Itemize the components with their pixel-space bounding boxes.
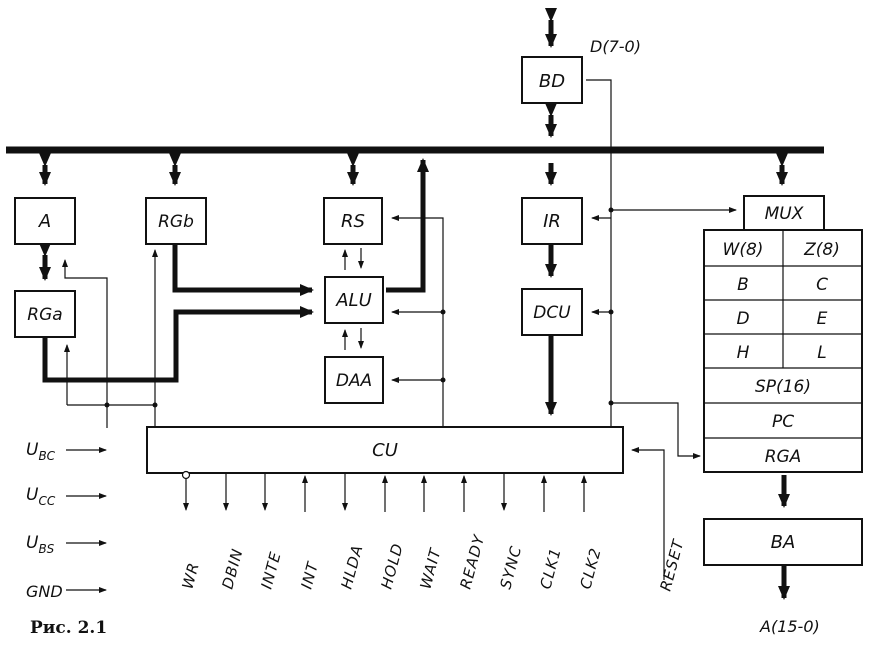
reg-b: B: [737, 275, 749, 295]
svg-text:MUX: MUX: [765, 204, 804, 224]
signal-label-wr: WR: [178, 560, 202, 591]
signal-label-clk2: CLK2: [576, 546, 604, 591]
mux-block: MUX: [743, 195, 825, 231]
signal-label-hold: HOLD: [377, 541, 407, 591]
reg-sp: SP(16): [755, 377, 811, 397]
svg-text:RGa: RGa: [27, 305, 62, 325]
wr-inversion-bubble: [181, 470, 191, 480]
cu-signal-lines: WR DBIN INTE INT HLDA HOLD WAIT READY SYNC CLK1 CL…: [178, 470, 605, 591]
svg-text:A: A: [38, 211, 51, 232]
ubc-label: UBC: [26, 440, 56, 463]
reg-z: Z(8): [803, 240, 840, 260]
reg-e: E: [817, 309, 828, 329]
alu-paths: [42, 158, 429, 383]
cu-block: CU: [146, 426, 624, 474]
bd-block: BD: [521, 56, 583, 104]
svg-text:BD: BD: [539, 71, 565, 92]
data-bus-label: D(7-0): [590, 37, 641, 56]
rs-block: RS: [323, 197, 383, 245]
svg-text:DAA: DAA: [336, 371, 372, 391]
signal-label-wait: WAIT: [416, 545, 444, 591]
reg-d: D: [736, 309, 749, 329]
signal-label-hlda: HLDA: [337, 542, 366, 591]
daa-block: DAA: [324, 356, 384, 404]
signal-label-clk1: CLK1: [536, 546, 564, 591]
ba-block: BA: [703, 518, 863, 566]
signal-label-dbin: DBIN: [218, 546, 246, 591]
ir-block: IR: [521, 197, 583, 245]
a-block: A: [14, 197, 76, 245]
svg-text:DCU: DCU: [533, 303, 571, 323]
svg-text:CU: CU: [372, 440, 398, 461]
signal-label-ready: READY: [456, 532, 488, 591]
reg-h: H: [737, 343, 750, 363]
svg-text:ALU: ALU: [335, 290, 372, 311]
signal-label-sync: SYNC: [496, 543, 525, 591]
svg-text:RGb: RGb: [158, 212, 194, 232]
address-bus-label: A(15-0): [759, 617, 820, 636]
register-file: W(8) Z(8) B C D E H L SP(16) PC RGA: [703, 229, 863, 473]
rgb-block: RGb: [145, 197, 207, 245]
bus-connections: [39, 8, 790, 600]
reg-w: W(8): [723, 240, 764, 260]
rga-left-block: RGa: [14, 290, 76, 338]
reg-pc: PC: [772, 412, 794, 432]
ucc-label: UCC: [26, 485, 56, 508]
svg-text:RS: RS: [341, 211, 365, 232]
reg-l: L: [817, 343, 826, 363]
dcu-block: DCU: [521, 288, 583, 336]
alu-block: ALU: [324, 276, 384, 324]
svg-text:BA: BA: [771, 532, 796, 553]
gnd-label: GND: [26, 582, 63, 601]
reset-label: RESET: [656, 536, 687, 593]
power-inputs: UBC UCC UBS GND: [26, 440, 107, 601]
ubs-label: UBS: [26, 533, 55, 556]
signal-label-int: INT: [297, 559, 322, 591]
reg-rga: RGA: [765, 447, 802, 467]
reg-c: C: [816, 275, 828, 295]
control-lines: [62, 79, 737, 580]
signal-label-inte: INTE: [257, 549, 284, 591]
svg-text:IR: IR: [543, 211, 561, 232]
figure-caption: Рис. 2.1: [30, 618, 107, 638]
